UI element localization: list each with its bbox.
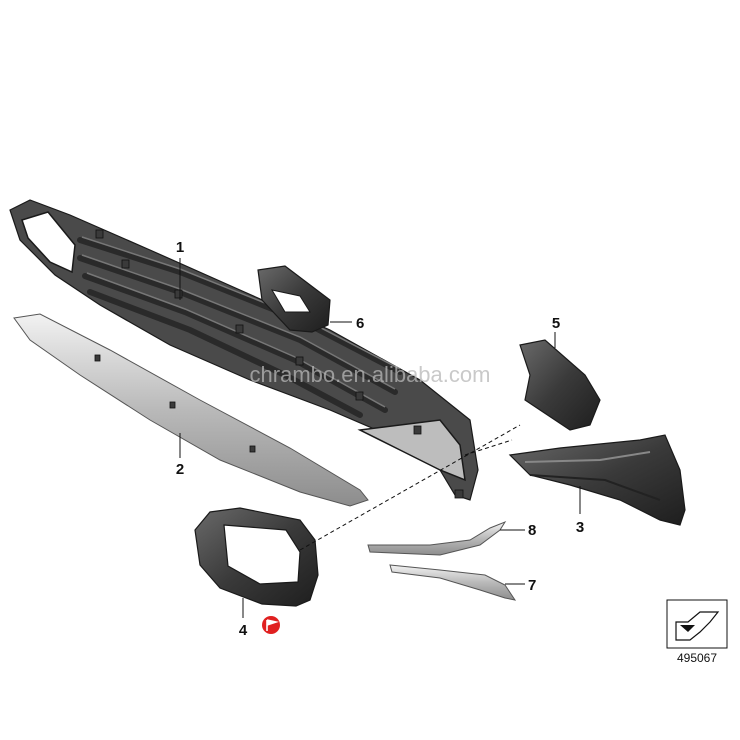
document-number: 495067 [677,651,717,665]
callout-8: 8 [500,522,536,539]
callout-7: 7 [505,577,536,594]
watermark-text: chrambo.en.alibaba.com [250,362,491,387]
red-flag-icon [262,616,280,634]
callout-label-7: 7 [528,577,536,594]
callout-3: 3 [576,486,584,536]
callout-label-6: 6 [356,315,364,332]
callout-2: 2 [176,433,184,478]
callout-6: 6 [330,315,364,332]
assembly-line-intake [299,424,521,551]
part-1-lower-grille [9,199,479,501]
callout-label-2: 2 [176,461,184,478]
callout-label-1: 1 [176,239,184,256]
callout-1: 1 [176,239,184,300]
callout-4: 4 [239,598,248,639]
part-5-side-bracket [519,339,601,431]
callout-label-8: 8 [528,522,536,539]
callout-label-4: 4 [239,622,248,639]
part-6-bracket [257,265,331,333]
callout-label-5: 5 [552,315,560,332]
part-8-chrome-accent [367,520,507,556]
callout-label-3: 3 [576,519,584,536]
part-3-side-intake [508,434,686,526]
assembly-line-side [464,439,513,456]
callout-5: 5 [552,315,560,348]
part-4-intake-surround [194,507,319,607]
part-7-chrome-accent [389,564,517,601]
part-2-chrome-trim [13,313,369,507]
view-direction-arrow-icon [666,599,728,649]
